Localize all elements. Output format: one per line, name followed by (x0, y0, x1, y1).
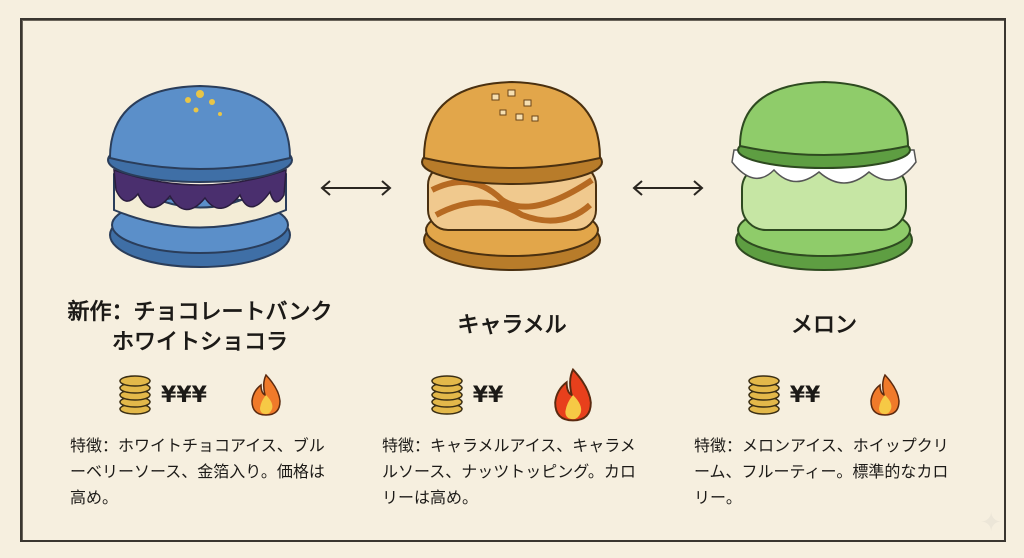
product-title-line1: キャラメル (457, 313, 567, 338)
price-calorie-row: ¥¥ (362, 367, 662, 423)
product-title-line1: 新作：チョコレートバンク (67, 300, 333, 325)
blue-macaron-image (107, 84, 293, 268)
caramel-macaron-image (421, 80, 603, 271)
product-title: 新作：チョコレートバンク ホワイトショコラ (50, 297, 350, 359)
calorie-flame-icon (870, 373, 901, 416)
product-card-caramel: キャラメル ¥¥ 特徴：キャラメルアイス、キャラメルソース、ナッツトッピング。カ… (362, 70, 662, 511)
calorie-flame-icon (554, 367, 593, 422)
product-title-line2: ホワイトショコラ (111, 330, 288, 355)
price-level: ¥¥¥ (161, 382, 207, 408)
compare-arrow-icon (632, 180, 704, 196)
illustration-frame (20, 18, 1006, 542)
coin-stack-icon (747, 375, 780, 415)
product-description: 特徴：キャラメルアイス、キャラメルソース、ナッツトッピング。カロリーは高め。 (382, 436, 636, 507)
product-title-line1: メロン (790, 313, 857, 338)
compare-arrow-icon (320, 180, 392, 196)
price-calorie-row: ¥¥ (674, 367, 974, 423)
price-level: ¥¥ (472, 382, 504, 408)
product-card-melon: メロン ¥¥ 特徴：メロンアイス、ホイップクリーム、フルーティー。標準的なカロリ… (674, 70, 974, 511)
product-card-chocolate-bank: 新作：チョコレートバンク ホワイトショコラ ¥¥¥ 特徴：ホワイトチョコアイス、… (50, 70, 350, 511)
sparkle-icon: ✦ (980, 508, 1002, 538)
product-title: メロン (674, 297, 974, 359)
coin-stack-icon (119, 375, 151, 415)
product-description: 特徴：ホワイトチョコアイス、ブルーベリーソース、金箔入り。価格は高め。 (70, 436, 325, 507)
price-calorie-row: ¥¥¥ (50, 367, 350, 423)
product-title: キャラメル (362, 297, 662, 359)
melon-macaron-image (731, 80, 917, 271)
calorie-flame-icon (251, 373, 281, 416)
coin-stack-icon (430, 375, 463, 415)
product-description: 特徴：メロンアイス、ホイップクリーム、フルーティー。標準的なカロリー。 (694, 436, 949, 507)
price-level: ¥¥ (789, 382, 821, 408)
